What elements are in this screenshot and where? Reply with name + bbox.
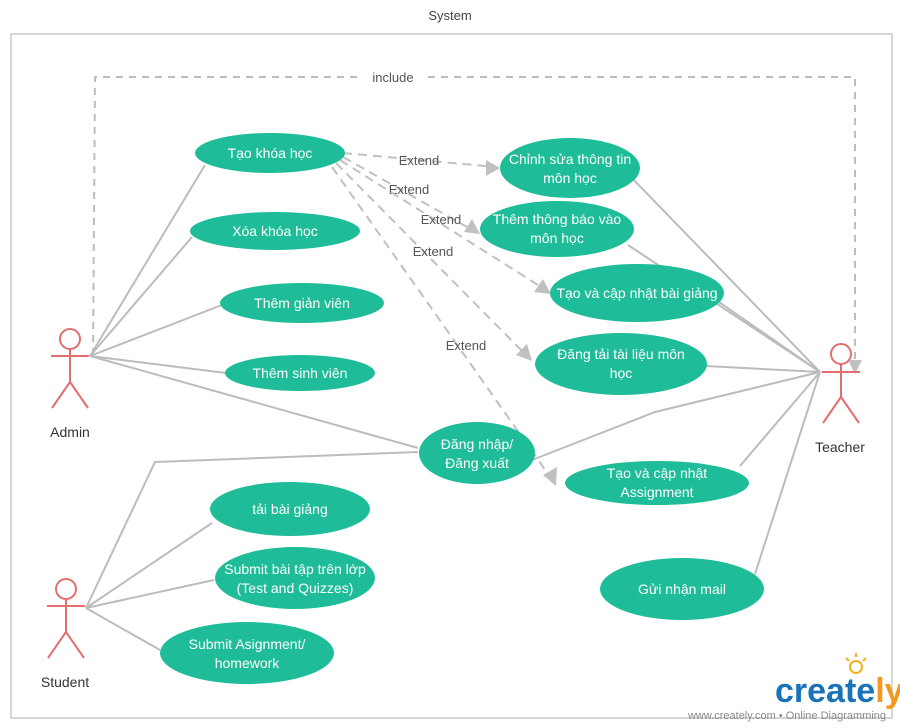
svg-text:(Test and Quizzes): (Test and Quizzes)	[237, 580, 354, 596]
use-case-dang-tai-lieu: Đăng tải tài liệu môn học	[535, 333, 707, 395]
svg-text:Xóa khóa học: Xóa khóa học	[232, 223, 318, 239]
svg-text:Assignment: Assignment	[620, 484, 693, 500]
actor-student-label: Student	[41, 674, 89, 690]
use-case-them-thong-bao: Thêm thông báo vào môn học	[480, 201, 634, 257]
use-case-gui-nhan-mail: Gửi nhận mail	[600, 558, 764, 620]
extend-label: Extend	[399, 153, 439, 168]
footer-text: www.creately.com • Online Diagramming	[687, 710, 886, 722]
svg-text:môn học: môn học	[530, 230, 584, 246]
extend-label: Extend	[389, 182, 429, 197]
svg-text:Đăng tải tài liệu môn: Đăng tải tài liệu môn	[557, 346, 685, 362]
use-case-them-sinh-vien: Thêm sinh viên	[225, 355, 375, 391]
lightbulb-icon	[845, 653, 867, 674]
svg-text:Thêm thông báo vào: Thêm thông báo vào	[493, 211, 622, 227]
include-label: include	[372, 70, 413, 85]
svg-text:Thêm sinh viên: Thêm sinh viên	[253, 365, 348, 381]
actor-student-icon	[47, 578, 85, 659]
use-case-them-giang-vien: Thêm giản viên	[220, 283, 384, 323]
svg-text:môn học: môn học	[543, 170, 597, 186]
svg-text:Tạo và cập nhật: Tạo và cập nhật	[607, 465, 708, 481]
svg-text:homework: homework	[215, 655, 281, 671]
use-case-tao-khoa-hoc: Tạo khóa học	[195, 133, 345, 173]
svg-text:Đăng xuất: Đăng xuất	[445, 455, 509, 471]
include-relation: include	[92, 69, 862, 374]
svg-text:Tạo khóa học: Tạo khóa học	[228, 145, 313, 161]
association-lines	[85, 164, 821, 651]
actor-admin-icon	[51, 328, 89, 409]
svg-text:học: học	[610, 365, 633, 381]
use-case-chinh-sua-thong-tin: Chỉnh sửa thông tin môn học	[500, 138, 640, 198]
use-case-xoa-khoa-hoc: Xóa khóa học	[190, 212, 360, 250]
extend-label: Extend	[421, 212, 461, 227]
use-case-submit-tren-lop: Submit bài tập trên lớp (Test and Quizze…	[215, 547, 375, 609]
svg-text:Submit Asignment/: Submit Asignment/	[189, 636, 306, 652]
extend-relations: Extend Extend Extend Extend Extend	[331, 152, 557, 486]
extend-label: Extend	[446, 338, 486, 353]
svg-text:Đăng nhập/: Đăng nhập/	[441, 436, 514, 452]
use-case-submit-homework: Submit Asignment/ homework	[160, 622, 334, 684]
use-case-tao-bai-giang: Tạo và cập nhật bài giảng	[550, 264, 724, 322]
use-case-tao-assignment: Tạo và cập nhật Assignment	[565, 461, 749, 505]
actor-teacher-label: Teacher	[815, 439, 865, 455]
svg-text:Gửi nhận mail: Gửi nhận mail	[638, 581, 726, 597]
use-case-dang-nhap: Đăng nhập/ Đăng xuất	[419, 422, 535, 484]
svg-text:Tạo và cập nhật bài giảng: Tạo và cập nhật bài giảng	[556, 285, 717, 301]
creately-logo-text: creately	[775, 672, 900, 710]
creately-logo: creately	[775, 653, 900, 710]
svg-text:Chỉnh sửa thông tin: Chỉnh sửa thông tin	[509, 151, 631, 167]
system-title: System	[428, 8, 471, 23]
system-boundary	[10, 33, 893, 719]
svg-text:tải bài giảng: tải bài giảng	[252, 501, 328, 517]
svg-text:Thêm giản viên: Thêm giản viên	[254, 295, 350, 311]
svg-text:Submit bài tập trên lớp: Submit bài tập trên lớp	[224, 561, 366, 577]
extend-label: Extend	[413, 244, 453, 259]
actor-admin-label: Admin	[50, 424, 90, 440]
use-case-tai-bai-giang: tải bài giảng	[210, 482, 370, 536]
actor-teacher-icon	[822, 343, 860, 424]
